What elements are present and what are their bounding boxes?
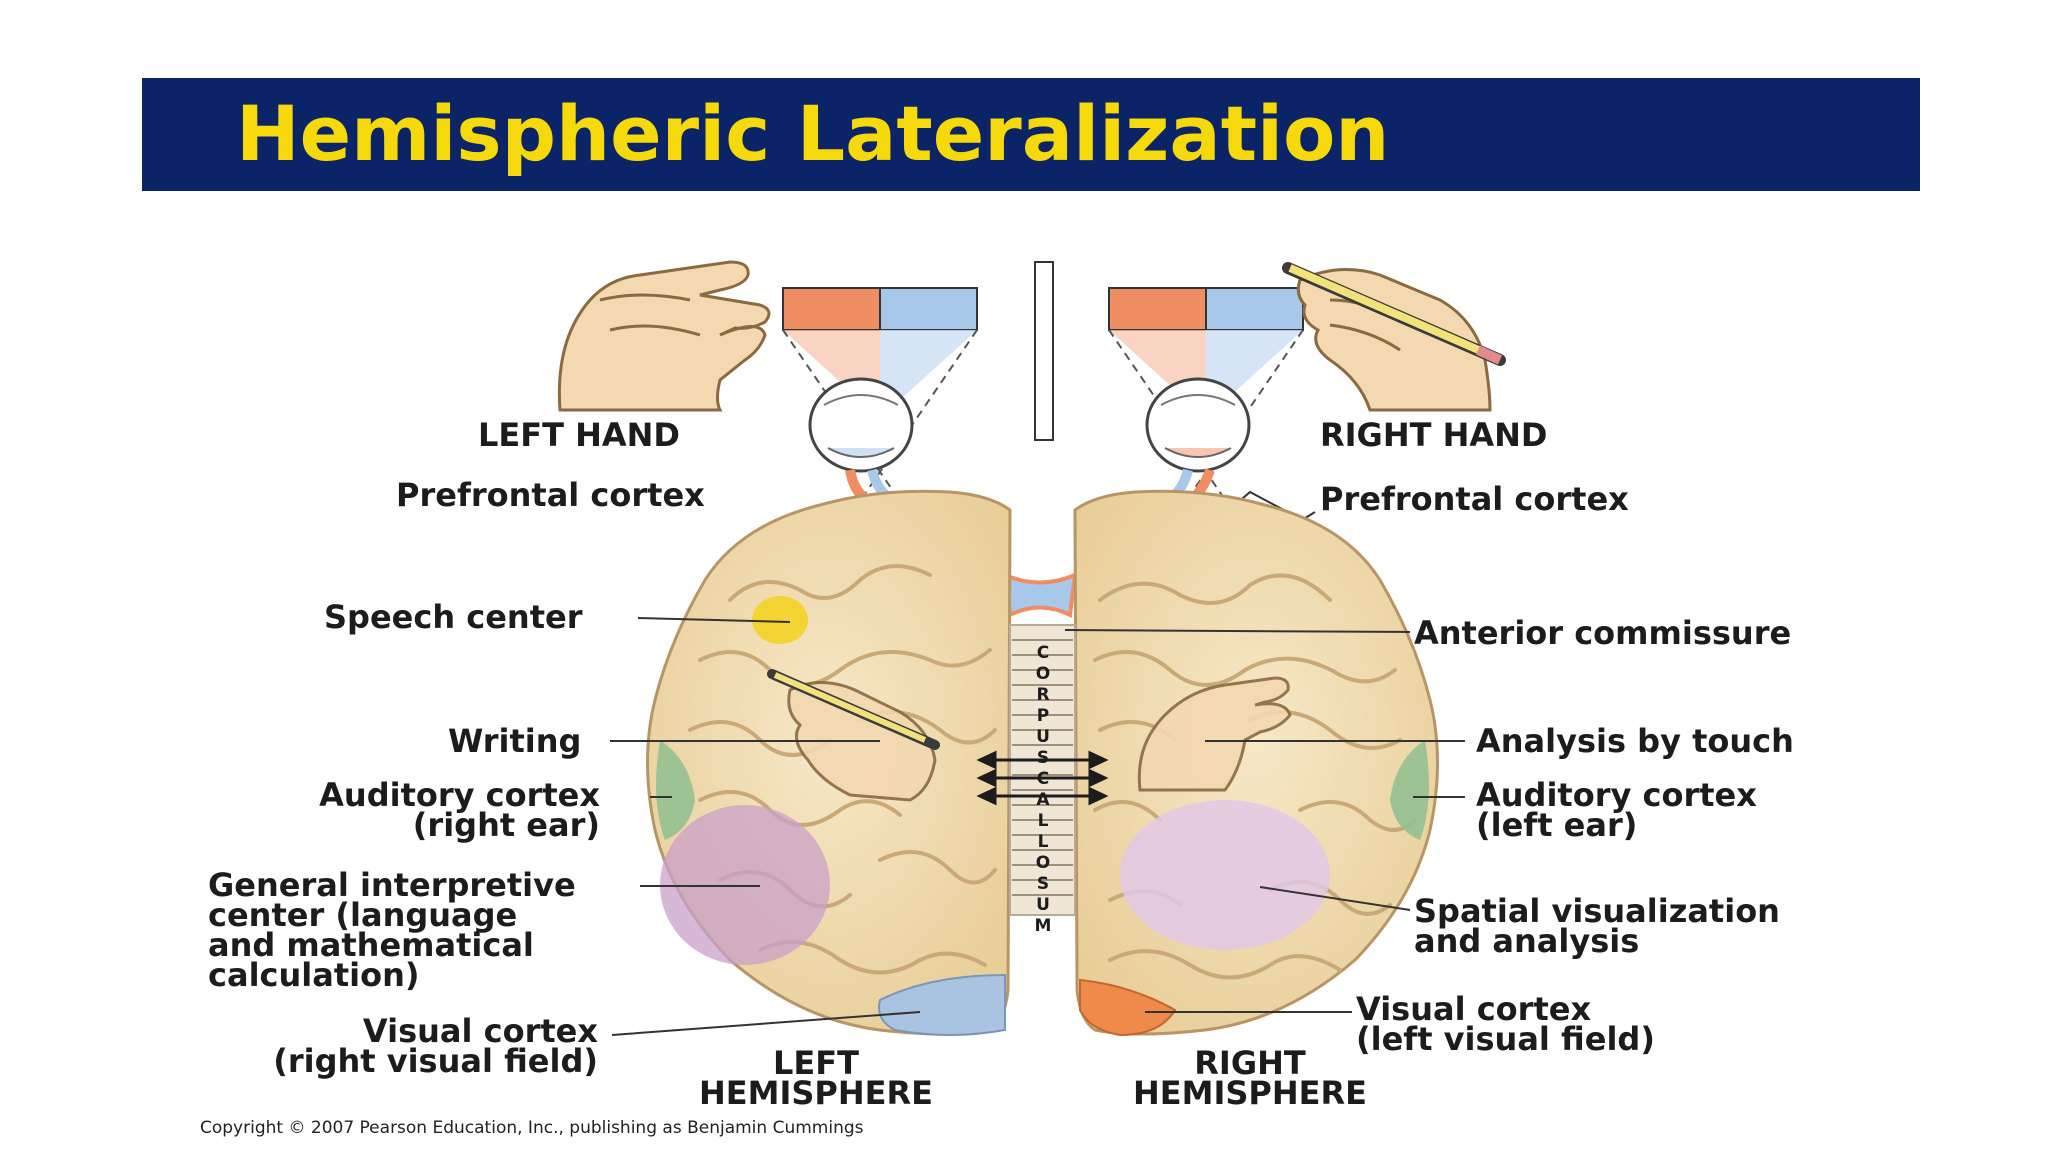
callosum-letter: O	[1036, 853, 1050, 873]
writing-pencil-icon	[767, 669, 940, 750]
leader-lines	[610, 617, 1465, 1036]
label-visual-right: Visual cortex (left visual field)	[1356, 990, 1655, 1058]
callosum-letters: C O R P U S C A L L O S U M	[1035, 643, 1052, 936]
left-hand-icon	[557, 260, 771, 412]
label-anterior-commissure: Anterior commissure	[1414, 614, 1792, 652]
label-line: (right ear)	[412, 806, 600, 844]
label-speech-center: Speech center	[324, 598, 583, 636]
label-prefrontal-right: Prefrontal cortex	[1320, 480, 1629, 518]
spatial-region	[1120, 800, 1330, 950]
label-line: Auditory cortex	[319, 776, 600, 814]
callosum-letter: M	[1035, 916, 1052, 936]
label-line: HEMISPHERE	[698, 1074, 934, 1112]
auditory-left-region	[656, 740, 695, 840]
label-line: and mathematical	[208, 926, 534, 964]
label-line: calculation)	[208, 956, 420, 994]
label-right-hand: RIGHT HAND	[1320, 416, 1548, 454]
callosum-letter: U	[1036, 895, 1050, 915]
label-analysis-by-touch: Analysis by touch	[1476, 722, 1794, 760]
callosum-letter: R	[1036, 685, 1049, 705]
label-line: Visual cortex	[1356, 990, 1592, 1028]
label-prefrontal-left: Prefrontal cortex	[396, 476, 705, 514]
callosum-letter: O	[1036, 664, 1050, 684]
title-bar: Hemispheric Lateralization	[142, 78, 1920, 191]
callosum-letter: S	[1037, 748, 1049, 768]
slide-title: Hemispheric Lateralization	[236, 89, 1390, 178]
visual-left-region	[878, 973, 1006, 1036]
callosum-letter: L	[1038, 832, 1049, 852]
touch-hand-icon	[1137, 676, 1292, 792]
label-line: Auditory cortex	[1476, 776, 1757, 814]
auditory-right-region	[1390, 740, 1429, 840]
label-general-interpretive: General interpretive center (language an…	[208, 866, 576, 994]
callosum-letter: S	[1037, 874, 1049, 894]
label-auditory-right: Auditory cortex (left ear)	[1476, 776, 1757, 844]
label-line: (left ear)	[1476, 806, 1638, 844]
label-line: RIGHT	[1194, 1044, 1306, 1082]
callosum-letter: A	[1036, 790, 1050, 810]
visual-right-region	[1079, 978, 1177, 1037]
label-visual-left: Visual cortex (right visual field)	[200, 1012, 598, 1080]
label-line: LEFT	[773, 1044, 859, 1082]
label-line: Spatial visualization	[1414, 892, 1780, 930]
label-line: HEMISPHERE	[1132, 1074, 1368, 1112]
label-line: Visual cortex	[362, 1012, 598, 1050]
label-line: (left visual field)	[1356, 1020, 1655, 1058]
speech-center-region	[752, 596, 808, 644]
label-line: and analysis	[1414, 922, 1640, 960]
center-divider	[1034, 261, 1054, 441]
label-writing: Writing	[448, 722, 582, 760]
callosum-letter: L	[1038, 811, 1049, 831]
callosum-arrows	[976, 750, 1109, 806]
callosum-letter: C	[1037, 643, 1049, 663]
label-spatial: Spatial visualization and analysis	[1414, 892, 1780, 960]
callosum-letter: U	[1036, 727, 1050, 747]
label-line: (right visual field)	[273, 1042, 598, 1080]
label-line: General interpretive	[208, 866, 576, 904]
label-right-hemisphere: RIGHT HEMISPHERE	[1090, 1044, 1410, 1112]
label-auditory-left: Auditory cortex (right ear)	[266, 776, 600, 844]
copyright-notice: Copyright © 2007 Pearson Education, Inc.…	[200, 1118, 864, 1138]
label-left-hemisphere: LEFT HEMISPHERE	[656, 1044, 976, 1112]
callosum-letter: P	[1037, 706, 1049, 726]
label-line: center (language	[208, 896, 518, 934]
pencil-icon	[1282, 262, 1506, 366]
optic-chiasm	[1002, 571, 1078, 619]
corpus-callosum	[1009, 624, 1076, 916]
label-left-hand: LEFT HAND	[478, 416, 680, 454]
